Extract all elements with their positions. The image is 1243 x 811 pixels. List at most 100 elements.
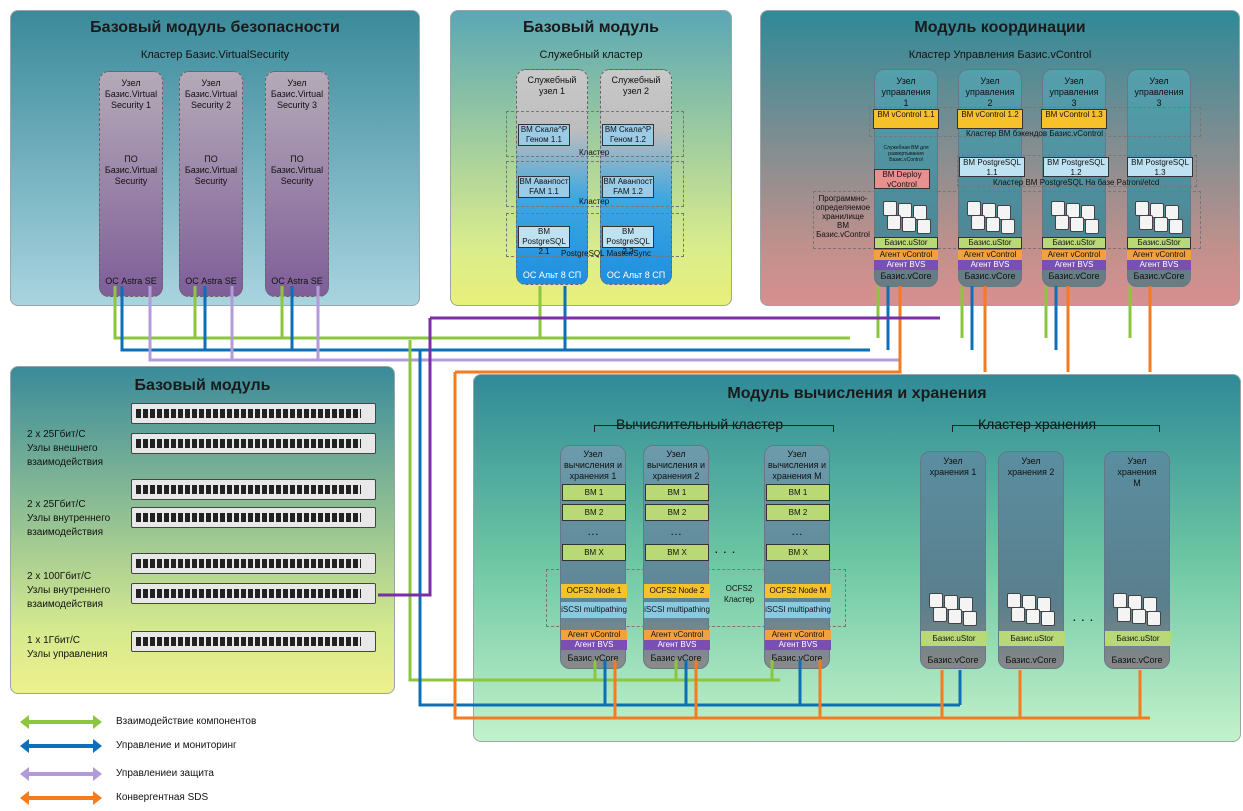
- compute-agent-bvs: Агент BVS: [561, 640, 627, 650]
- disk-icon: [1026, 609, 1040, 624]
- compute-vm-dots: …: [791, 524, 803, 538]
- switch-module-panel: Базовый модуль 2 x 25Гбит/С Узлы внешнег…: [10, 366, 395, 694]
- switch-module-title: Базовый модуль: [134, 377, 271, 394]
- ustor-4: Базис.uStor: [1127, 237, 1191, 249]
- compute-vm-1: ВМ 1: [645, 484, 709, 501]
- service-vm-skala: ВМ Скала^Р Геном 1.2: [602, 124, 654, 146]
- storage-ustor: Базис.uStor: [921, 631, 987, 646]
- service-cluster-frame-2: [506, 161, 684, 207]
- ustor-3: Базис.uStor: [1042, 237, 1106, 249]
- switch-3a: [131, 553, 376, 574]
- service-vm-postgres: ВМ PostgreSQL 2.2: [602, 226, 654, 256]
- switch-group-3-desc1: Узлы внутреннего: [27, 585, 111, 596]
- security-node-software: ПО Базис.Virtual Security: [184, 154, 238, 186]
- service-cluster-frame-1: [506, 111, 684, 157]
- disk-icon: [1154, 217, 1168, 232]
- disk-icon: [1085, 219, 1099, 234]
- disk-stack-1: [883, 201, 933, 237]
- compute-ocfs: OCFS2 Node 1: [561, 584, 627, 598]
- legend-item-interaction: Взаимодействие компонентов: [20, 712, 304, 732]
- disk-icon: [917, 219, 931, 234]
- switch-group-3-desc2: взаимодействия: [27, 599, 104, 610]
- compute-hdots: · · ·: [714, 543, 736, 559]
- disk-stack-2: [967, 201, 1017, 237]
- storage-node-name: Узел хранения M: [1117, 456, 1157, 488]
- switch-2b: [131, 507, 376, 528]
- vcore-2: Базис.vCore: [964, 271, 1016, 281]
- agent-vcontrol-4: Агент vControl: [1127, 250, 1191, 260]
- arrowhead-icon: [93, 715, 102, 729]
- security-node-os: ОС Astra SE: [105, 276, 157, 286]
- service-pg-frame: [506, 213, 684, 257]
- arrowhead-icon: [93, 739, 102, 753]
- switch-group-1-desc2: взаимодействия: [27, 457, 104, 468]
- agent-vcontrol-2: Агент vControl: [958, 250, 1022, 260]
- compute-vcore: Базис.vCore: [771, 653, 823, 663]
- storage-cluster-bracket: [952, 425, 1160, 432]
- compute-vm-dots: …: [670, 524, 682, 538]
- disk-icon: [1051, 201, 1065, 216]
- disk-icon: [967, 201, 981, 216]
- backend-cluster-frame: [869, 107, 1201, 137]
- ocfs-cluster-label: OCFS2 Кластер: [724, 584, 755, 604]
- postgres-vm-3: ВМ PostgreSQL 1.3: [1127, 157, 1193, 177]
- disk-icon: [1070, 217, 1084, 232]
- disk-icon: [1011, 607, 1025, 622]
- compute-vm-2: ВМ 2: [645, 504, 709, 521]
- security-node-3: Узел Базис.Virtual Security 3 ПО Базис.V…: [265, 71, 329, 297]
- switch-4: [131, 631, 376, 652]
- switch-3b: [131, 583, 376, 604]
- storage-ustor: Базис.uStor: [999, 631, 1065, 646]
- vcontrol-vm-3: ВМ vControl 1.3: [1041, 109, 1107, 129]
- agent-bvs-3: Агент BVS: [1042, 260, 1106, 270]
- compute-agent-bvs: Агент BVS: [765, 640, 831, 650]
- security-node-2: Узел Базис.Virtual Security 2 ПО Базис.V…: [179, 71, 243, 297]
- agent-bvs-1: Агент BVS: [874, 260, 938, 270]
- compute-ocfs: OCFS2 Node 2: [644, 584, 710, 598]
- agent-vcontrol-3: Агент vControl: [1042, 250, 1106, 260]
- compute-module-title: Модуль вычисления и хранения: [727, 385, 987, 402]
- backend-cluster-label: Кластер ВМ бэкендов Базис.vControl: [966, 129, 1104, 138]
- deploy-vm: ВМ Deploy vControl: [874, 169, 930, 189]
- arrowhead-icon: [20, 715, 29, 729]
- disk-icon: [1135, 201, 1149, 216]
- agent-bvs-2: Агент BVS: [958, 260, 1022, 270]
- storage-node-m: Узел хранения M Базис.uStor Базис.vCore: [1104, 451, 1171, 669]
- security-node-os: ОС Astra SE: [185, 276, 237, 286]
- switch-group-2-desc1: Узлы внутреннего: [27, 513, 111, 524]
- security-node-1: Узел Базис.Virtual Security 1 ПО Базис.V…: [99, 71, 163, 297]
- compute-agent-vc: Агент vControl: [765, 630, 831, 640]
- compute-iscsi: iSCSI multipathing: [644, 602, 710, 618]
- compute-vm-x: ВМ X: [766, 544, 830, 561]
- pg-cluster-label: Кластер ВМ PostgreSQL На базе Patroni/et…: [993, 178, 1160, 187]
- disk-stack-s2: [1007, 593, 1057, 629]
- security-node-name: Узел Базис.Virtual Security 2: [184, 78, 238, 110]
- disk-icon: [929, 593, 943, 608]
- switch-group-1-desc1: Узлы внешнего: [27, 443, 98, 454]
- service-node-name: Служебный узел 1: [527, 75, 577, 96]
- security-cluster-label: Кластер Базис.VirtualSecurity: [140, 49, 290, 61]
- vcontrol-vm-1: ВМ vControl 1.1: [873, 109, 939, 129]
- compute-vcore: Базис.vCore: [650, 653, 702, 663]
- compute-vcore: Базис.vCore: [567, 653, 619, 663]
- storage-hdots: · · ·: [1072, 611, 1094, 627]
- service-module-panel: Базовый модуль Служебный кластер Служебн…: [450, 10, 732, 306]
- storage-node-name: Узел хранения 2: [1007, 456, 1055, 477]
- disk-stack-4: [1135, 201, 1185, 237]
- legend-arrow-blue: [20, 739, 102, 753]
- service-node-2: Служебный узел 2 ВМ Скала^Р Геном 1.2 ВМ…: [600, 69, 672, 285]
- compute-agent-vc: Агент vControl: [644, 630, 710, 640]
- switch-group-2-speed: 2 x 25Гбит/С: [27, 499, 86, 510]
- switch-group-4-desc1: Узлы управления: [27, 649, 108, 660]
- pg-cluster-frame: [957, 155, 1197, 187]
- security-node-software: ПО Базис.Virtual Security: [104, 154, 158, 186]
- service-vm-avanpost: ВМ Аванпост FAM 1.1: [518, 176, 570, 198]
- deploy-note: Служебная ВМ для развертывания Базис.vCo…: [883, 145, 929, 163]
- compute-vm-1: ВМ 1: [766, 484, 830, 501]
- postgres-vm-2: ВМ PostgreSQL 1.2: [1043, 157, 1109, 177]
- compute-vm-1: ВМ 1: [562, 484, 626, 501]
- disk-stack-3: [1051, 201, 1101, 237]
- sds-label: Программно-определяемое хранилище ВМ Баз…: [815, 194, 871, 239]
- compute-vm-x: ВМ X: [562, 544, 626, 561]
- legend-item-sds: Конвергентная SDS: [20, 788, 304, 808]
